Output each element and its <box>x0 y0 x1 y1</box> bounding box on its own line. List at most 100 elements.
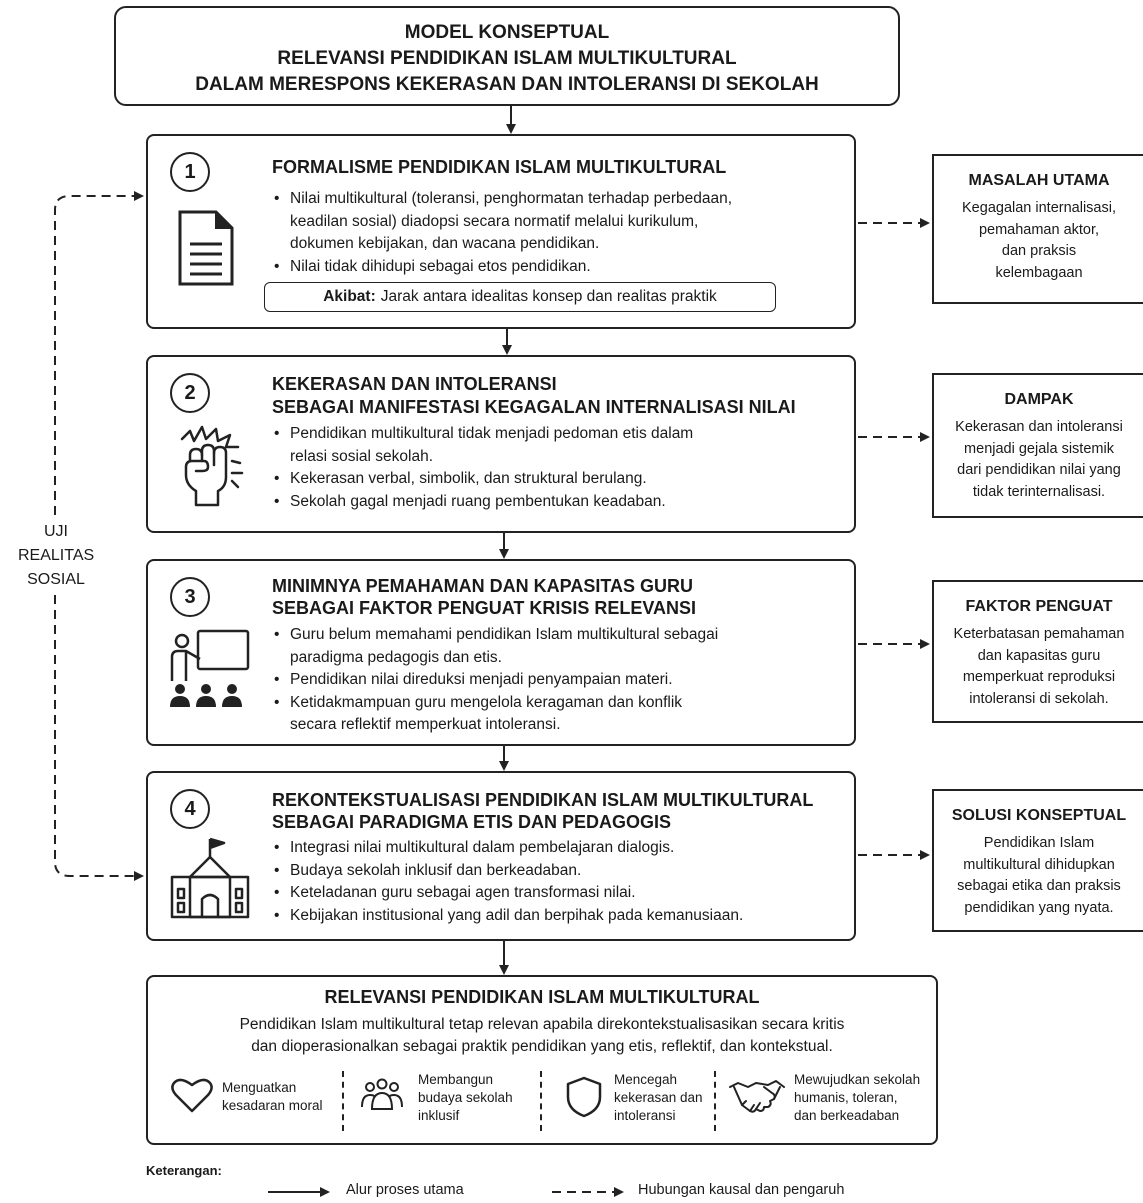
stage-number: 4 <box>170 789 210 829</box>
bullet-item: Keteladanan guru sebagai agen transforma… <box>272 882 743 905</box>
side-box-masalah-utama: MASALAH UTAMA Kegagalan internalisasi, p… <box>932 154 1143 304</box>
bullet-line: Sekolah gagal menjadi ruang pembentukan … <box>290 492 666 510</box>
teacher-class-icon <box>170 629 250 707</box>
stage-3-box: 3 MINIMNYA PEMAHAMAN DAN KAPASITAS GURU … <box>146 559 856 746</box>
benefit-inclusive-culture: Membangun budaya sekolah inklusif <box>360 1071 530 1127</box>
side-box-line: intoleransi di sekolah. <box>969 690 1109 707</box>
bullet-line: paradigma pedagogis dan etis. <box>290 648 502 666</box>
side-box-line: pendidikan yang nyata. <box>964 899 1114 916</box>
side-box-line: dari pendidikan nilai yang <box>957 462 1121 478</box>
benefit-line: Mencegah <box>614 1072 678 1087</box>
stage-4-box: 4 REKONTEKSTUALISASI PENDIDIKAN ISLAM MU… <box>146 771 856 941</box>
benefit-line: budaya sekolah <box>418 1090 513 1105</box>
bullet-line: Pendidikan multikultural tidak menjadi p… <box>290 425 694 442</box>
stage-2-box: 2 KEKERASAN DAN INTOLERANSI SEBAGAI MANI… <box>146 355 856 533</box>
bullet-line: Keteladanan guru sebagai agen transforma… <box>290 884 636 901</box>
side-box-title: DAMPAK <box>1004 391 1074 408</box>
side-box-line: Kekerasan dan intoleransi <box>955 419 1123 435</box>
stage-number: 2 <box>170 373 210 413</box>
bullet-line: Nilai multikultural (toleransi, penghorm… <box>290 190 733 207</box>
benefit-line: intoleransi <box>614 1108 676 1123</box>
side-box-line: Pendidikan Islam <box>983 835 1095 851</box>
raised-fist-icon <box>180 425 244 507</box>
heart-icon <box>171 1078 213 1113</box>
stage-title-line-1: MINIMNYA PEMAHAMAN DAN KAPASITAS GURU <box>272 576 694 596</box>
bullet-item: Pendidikan multikultural tidak menjadi p… <box>272 423 693 468</box>
bullet-line: Kebijakan institusional yang adil dan be… <box>290 906 744 924</box>
side-box-title: SOLUSI KONSEPTUAL <box>951 807 1127 824</box>
stage-title-line-2: SEBAGAI MANIFESTASI KEGAGALAN INTERNALIS… <box>272 397 796 417</box>
handshake-icon <box>729 1080 785 1113</box>
stage-number: 1 <box>170 152 210 192</box>
benefit-line: inklusif <box>418 1108 460 1123</box>
stage-number: 3 <box>170 577 210 617</box>
loop-label-line: REALITAS <box>18 547 95 564</box>
side-box-body: Pendidikan Islam multikultural dihidupka… <box>934 833 1143 919</box>
side-box-dampak: DAMPAK Kekerasan dan intoleransi menjadi… <box>932 373 1143 518</box>
side-box-title: MASALAH UTAMA <box>968 172 1110 189</box>
side-box-faktor-penguat: FAKTOR PENGUAT Keterbatasan pemahaman da… <box>932 580 1143 723</box>
loop-arrow-to-stage4 <box>54 595 144 881</box>
result-box: Akibat:Jarak antara idealitas konsep dan… <box>264 282 776 312</box>
bullet-line: relasi sosial sekolah. <box>290 447 434 465</box>
side-box-line: pemahaman aktor, <box>978 221 1100 238</box>
stage-bullets: Integrasi nilai multikultural dalam pemb… <box>272 837 743 927</box>
main-flow-arrows <box>499 106 516 975</box>
stage-bullets: Nilai multikultural (toleransi, penghorm… <box>272 188 732 278</box>
causal-arrows <box>54 191 930 881</box>
stage-title-line-1: REKONTEKSTUALISASI PENDIDIKAN ISLAM MULT… <box>272 790 814 810</box>
bullet-line: Pendidikan nilai direduksi menjadi penya… <box>290 671 673 688</box>
side-box-line: multikultural dihidupkan <box>963 856 1115 873</box>
bullet-line: dokumen kebijakan, dan wacana pendidikan… <box>290 235 600 252</box>
model-title-box: MODEL KONSEPTUAL RELEVANSI PENDIDIKAN IS… <box>114 6 900 106</box>
side-box-solusi-konseptual: SOLUSI KONSEPTUAL Pendidikan Islam multi… <box>932 789 1143 932</box>
final-description: Pendidikan Islam multikultural tetap rel… <box>148 1014 936 1058</box>
benefit-text: Mewujudkan sekolah humanis, toleran, dan… <box>794 1071 920 1125</box>
bullet-item: Ketidakmampuan guru mengelola keragaman … <box>272 692 718 737</box>
final-relevance-box: RELEVANSI PENDIDIKAN ISLAM MULTIKULTURAL… <box>146 975 938 1145</box>
benefit-line: Menguatkan <box>222 1080 297 1095</box>
benefit-line: dan berkeadaban <box>794 1108 900 1123</box>
final-description-line: dan dioperasionalkan sebagai praktik pen… <box>251 1038 833 1055</box>
side-box-line: dan kapasitas guru <box>977 647 1101 664</box>
stage-title-line-2: SEBAGAI PARADIGMA ETIS DAN PEDAGOGIS <box>272 812 672 832</box>
stage-title-line-1: KEKERASAN DAN INTOLERANSI <box>272 374 557 394</box>
benefit-line: kesadaran moral <box>222 1098 323 1113</box>
final-description-line: Pendidikan Islam multikultural tetap rel… <box>239 1016 845 1033</box>
bullet-line: Ketidakmampuan guru mengelola keragaman … <box>290 693 683 711</box>
bullet-item: Budaya sekolah inklusif dan berkeadaban. <box>272 860 743 883</box>
title-line-2: RELEVANSI PENDIDIKAN ISLAM MULTIKULTURAL <box>277 48 737 69</box>
bullet-item: Kekerasan verbal, simbolik, dan struktur… <box>272 468 693 491</box>
stage-title-line-2: SEBAGAI FAKTOR PENGUAT KRISIS RELEVANSI <box>272 598 697 618</box>
side-box-body: Keterbatasan pemahaman dan kapasitas gur… <box>934 624 1143 710</box>
bullet-line: Nilai tidak dihidupi sebagai etos pendid… <box>290 257 591 275</box>
bullet-line: secara reflektif memperkuat intoleransi. <box>290 716 561 733</box>
side-box-line: memperkuat reproduksi <box>962 669 1116 685</box>
bullet-item: Integrasi nilai multikultural dalam pemb… <box>272 837 743 860</box>
side-box-line: dan praksis <box>1001 243 1077 259</box>
bullet-line: Integrasi nilai multikultural dalam pemb… <box>290 839 675 856</box>
document-icon <box>178 210 234 286</box>
benefit-divider <box>342 1071 344 1131</box>
bullet-item: Sekolah gagal menjadi ruang pembentukan … <box>272 491 693 514</box>
school-building-icon <box>170 837 250 919</box>
bullet-item: Nilai tidak dihidupi sebagai etos pendid… <box>272 256 732 279</box>
bullet-item: Pendidikan nilai direduksi menjadi penya… <box>272 669 718 692</box>
bullet-item: Guru belum memahami pendidikan Islam mul… <box>272 624 718 669</box>
benefit-humane-school: Mewujudkan sekolah humanis, toleran, dan… <box>728 1071 938 1127</box>
loop-label: UJI REALITAS SOSIAL <box>18 520 94 592</box>
legend-dashed-label: Hubungan kausal dan pengaruh <box>638 1182 845 1198</box>
loop-label-line: UJI <box>44 523 68 540</box>
benefit-text: Membangun budaya sekolah inklusif <box>418 1071 513 1125</box>
people-group-icon <box>361 1078 403 1110</box>
loop-arrow-to-stage1 <box>54 191 144 515</box>
stage-bullets: Pendidikan multikultural tidak menjadi p… <box>272 423 693 513</box>
legend-title: Keterangan: <box>146 1163 222 1178</box>
benefit-moral: Menguatkan kesadaran moral <box>170 1071 340 1127</box>
benefit-line: humanis, toleran, <box>794 1090 898 1105</box>
benefit-line: Mewujudkan sekolah <box>794 1072 921 1087</box>
side-box-body: Kekerasan dan intoleransi menjadi gejala… <box>934 417 1143 503</box>
side-box-line: Keterbatasan pemahaman <box>953 626 1125 642</box>
benefit-prevent-violence: Mencegah kekerasan dan intoleransi <box>564 1071 724 1127</box>
